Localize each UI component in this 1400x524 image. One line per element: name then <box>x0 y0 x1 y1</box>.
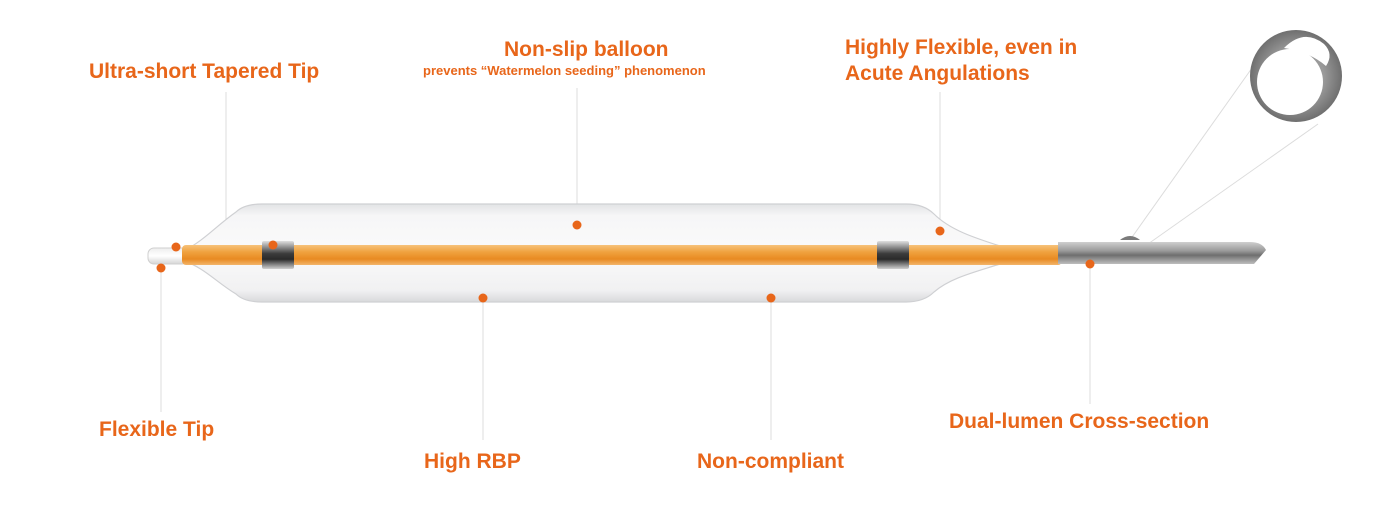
callout-dot-marker <box>268 240 278 250</box>
lumen-notch <box>1120 236 1140 240</box>
ultra-short-tip-label: Ultra-short Tapered Tip <box>89 60 320 83</box>
marker-band-proximal <box>877 241 909 269</box>
inner-shaft <box>182 245 1062 265</box>
non-compliant-label: Non-compliant <box>697 450 844 473</box>
callout-dot-ultra-short-tip <box>171 242 181 252</box>
callout-dot-non-compliant <box>766 293 776 303</box>
dual-lumen-cross-section-icon <box>1250 30 1342 122</box>
callout-dot-flexible-tip <box>156 263 166 273</box>
flexible-tip-label: Flexible Tip <box>99 418 215 441</box>
highly-flexible-label-line2: Acute Angulations <box>845 62 1030 85</box>
metal-shaft <box>1058 242 1266 264</box>
callout-dot-non-slip <box>572 220 582 230</box>
highly-flexible-label-line1: Highly Flexible, even in <box>845 36 1078 59</box>
leader-lines <box>160 67 1319 440</box>
non-slip-balloon-label: Non-slip balloon <box>504 38 669 61</box>
dual-lumen-label: Dual-lumen Cross-section <box>949 410 1210 433</box>
callout-dots <box>156 220 1095 303</box>
non-slip-balloon-sublabel: prevents “Watermelon seeding” phenomenon <box>423 63 706 78</box>
leader-line-cross-section-top <box>1129 67 1253 241</box>
callout-dot-dual-lumen <box>1085 259 1095 269</box>
marker-band-distal <box>262 241 294 269</box>
callout-dot-high-rbp <box>478 293 488 303</box>
leader-line-cross-section-bottom <box>1147 123 1319 245</box>
high-rbp-label: High RBP <box>424 450 521 473</box>
callout-dot-highly-flexible <box>935 226 945 236</box>
